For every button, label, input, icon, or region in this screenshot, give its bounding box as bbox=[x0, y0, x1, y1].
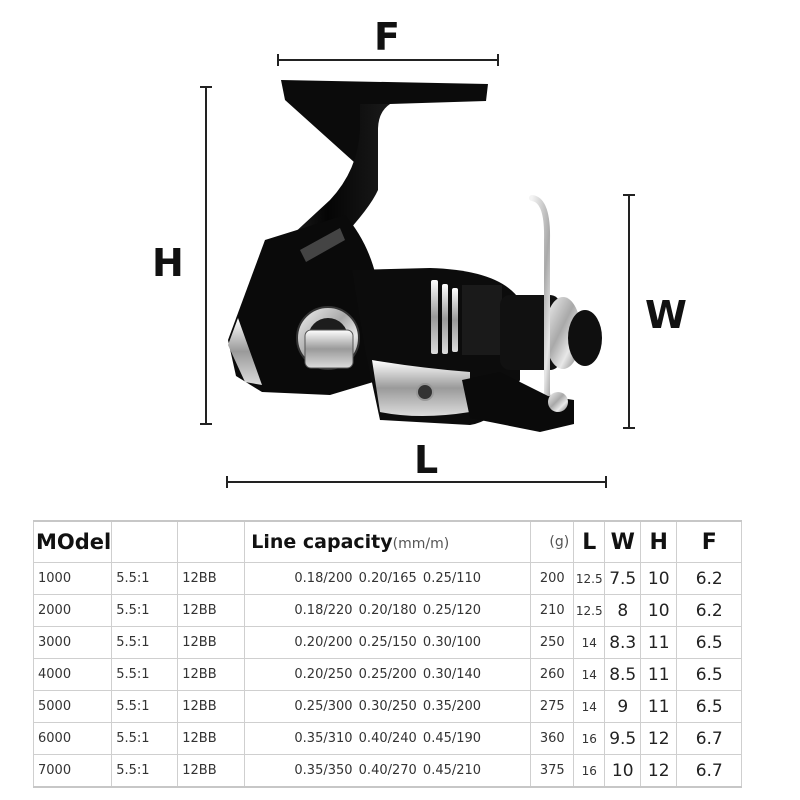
spec-table: MOdel Line capacity(mm/m) (g) L W H F 10… bbox=[32, 520, 743, 788]
dimension-line-w bbox=[623, 194, 635, 429]
cell-capacity: 0.25/300 0.30/250 0.35/200 bbox=[244, 690, 532, 723]
header-line-capacity: Line capacity(mm/m) bbox=[244, 520, 532, 563]
cell-ratio: 5.5:1 bbox=[111, 562, 179, 595]
cell-h: 10 bbox=[640, 594, 678, 627]
cell-bearings: 12BB bbox=[177, 594, 246, 627]
header-weight-unit: (g) bbox=[530, 520, 575, 563]
cell-h: 10 bbox=[640, 562, 678, 595]
cell-bearings: 12BB bbox=[177, 722, 246, 755]
cell-h: 12 bbox=[640, 722, 678, 755]
cell-w: 9.5 bbox=[604, 722, 642, 755]
cell-weight: 375 bbox=[530, 754, 575, 788]
cell-weight: 200 bbox=[530, 562, 575, 595]
cell-f: 6.5 bbox=[676, 690, 743, 723]
header-f: F bbox=[676, 520, 743, 563]
cell-weight: 275 bbox=[530, 690, 575, 723]
cell-ratio: 5.5:1 bbox=[111, 754, 179, 788]
cell-model: 2000 bbox=[32, 594, 113, 627]
cell-l: 14 bbox=[573, 690, 606, 723]
cell-ratio: 5.5:1 bbox=[111, 658, 179, 691]
cell-weight: 260 bbox=[530, 658, 575, 691]
cell-capacity: 0.18/200 0.20/165 0.25/110 bbox=[244, 562, 532, 595]
dimension-line-l bbox=[226, 476, 607, 488]
header-h: H bbox=[640, 520, 678, 563]
cell-h: 12 bbox=[640, 754, 678, 788]
dimension-label-f: F bbox=[374, 15, 400, 59]
cell-capacity: 0.20/200 0.25/150 0.30/100 bbox=[244, 626, 532, 659]
cell-model: 6000 bbox=[32, 722, 113, 755]
cell-h: 11 bbox=[640, 626, 678, 659]
table-row: 5000 5.5:1 12BB 0.25/300 0.30/250 0.35/2… bbox=[32, 690, 743, 723]
cell-bearings: 12BB bbox=[177, 690, 246, 723]
cell-bearings: 12BB bbox=[177, 626, 246, 659]
table-row: 4000 5.5:1 12BB 0.20/250 0.25/200 0.30/1… bbox=[32, 658, 743, 691]
reel-illustration bbox=[200, 54, 635, 488]
cell-bearings: 12BB bbox=[177, 754, 246, 788]
header-line-capacity-label: Line capacity bbox=[251, 531, 393, 553]
cell-f: 6.2 bbox=[676, 594, 743, 627]
cell-f: 6.7 bbox=[676, 722, 743, 755]
cell-l: 16 bbox=[573, 754, 606, 788]
cell-model: 5000 bbox=[32, 690, 113, 723]
cell-capacity: 0.20/250 0.25/200 0.30/140 bbox=[244, 658, 532, 691]
table-row: 7000 5.5:1 12BB 0.35/350 0.40/270 0.45/2… bbox=[32, 754, 743, 788]
cell-f: 6.7 bbox=[676, 754, 743, 788]
cell-ratio: 5.5:1 bbox=[111, 626, 179, 659]
cell-f: 6.5 bbox=[676, 658, 743, 691]
header-ratio bbox=[111, 520, 179, 563]
cell-l: 14 bbox=[573, 626, 606, 659]
dimension-line-h bbox=[200, 86, 212, 425]
dimension-label-w: W bbox=[645, 293, 687, 337]
cell-model: 1000 bbox=[32, 562, 113, 595]
cell-l: 14 bbox=[573, 658, 606, 691]
cell-w: 8 bbox=[604, 594, 642, 627]
cell-w: 8.5 bbox=[604, 658, 642, 691]
cell-l: 16 bbox=[573, 722, 606, 755]
cell-l: 12.5 bbox=[573, 562, 606, 595]
reel-dimension-diagram: F H W L bbox=[152, 15, 687, 488]
dimension-label-h: H bbox=[152, 241, 184, 285]
cell-l: 12.5 bbox=[573, 594, 606, 627]
header-l: L bbox=[573, 520, 606, 563]
cell-weight: 360 bbox=[530, 722, 575, 755]
header-bearings bbox=[177, 520, 246, 563]
cell-f: 6.5 bbox=[676, 626, 743, 659]
cell-f: 6.2 bbox=[676, 562, 743, 595]
cell-w: 8.3 bbox=[604, 626, 642, 659]
cell-bearings: 12BB bbox=[177, 658, 246, 691]
header-line-capacity-unit: (mm/m) bbox=[392, 536, 450, 552]
header-model: MOdel bbox=[32, 520, 113, 563]
cell-w: 7.5 bbox=[604, 562, 642, 595]
table-row: 6000 5.5:1 12BB 0.35/310 0.40/240 0.45/1… bbox=[32, 722, 743, 755]
cell-w: 9 bbox=[604, 690, 642, 723]
cell-model: 4000 bbox=[32, 658, 113, 691]
cell-weight: 250 bbox=[530, 626, 575, 659]
table-row: 3000 5.5:1 12BB 0.20/200 0.25/150 0.30/1… bbox=[32, 626, 743, 659]
cell-h: 11 bbox=[640, 658, 678, 691]
cell-ratio: 5.5:1 bbox=[111, 594, 179, 627]
table-header-row: MOdel Line capacity(mm/m) (g) L W H F bbox=[32, 520, 743, 563]
table-row: 2000 5.5:1 12BB 0.18/220 0.20/180 0.25/1… bbox=[32, 594, 743, 627]
dimension-line-f bbox=[277, 54, 499, 66]
cell-bearings: 12BB bbox=[177, 562, 246, 595]
cell-capacity: 0.35/310 0.40/240 0.45/190 bbox=[244, 722, 532, 755]
cell-model: 7000 bbox=[32, 754, 113, 788]
dimension-label-l: L bbox=[414, 438, 439, 482]
cell-h: 11 bbox=[640, 690, 678, 723]
cell-ratio: 5.5:1 bbox=[111, 690, 179, 723]
header-w: W bbox=[604, 520, 642, 563]
cell-capacity: 0.18/220 0.20/180 0.25/120 bbox=[244, 594, 532, 627]
cell-weight: 210 bbox=[530, 594, 575, 627]
cell-model: 3000 bbox=[32, 626, 113, 659]
cell-w: 10 bbox=[604, 754, 642, 788]
cell-ratio: 5.5:1 bbox=[111, 722, 179, 755]
cell-capacity: 0.35/350 0.40/270 0.45/210 bbox=[244, 754, 532, 788]
table-row: 1000 5.5:1 12BB 0.18/200 0.20/165 0.25/1… bbox=[32, 562, 743, 595]
